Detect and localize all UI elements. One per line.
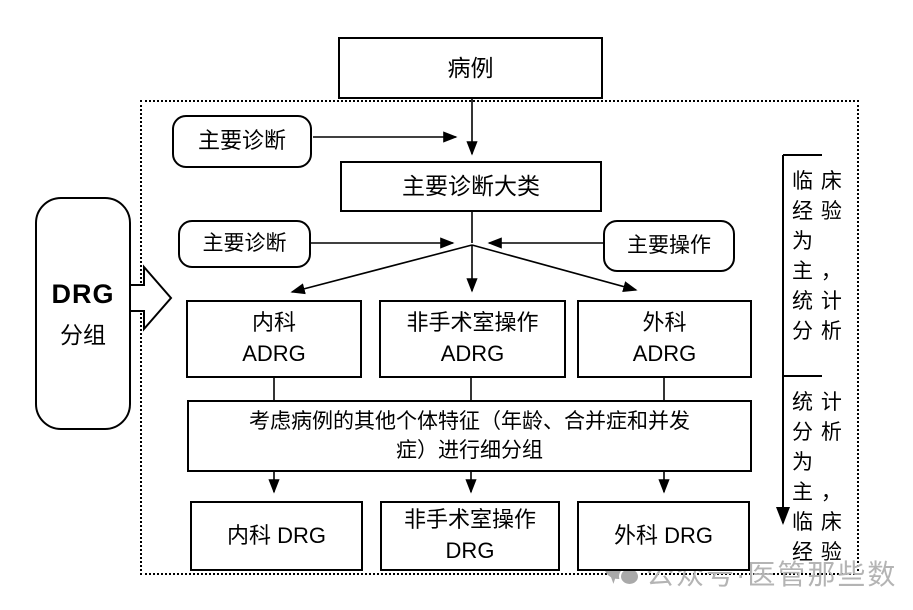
node-case-label: 病例	[447, 54, 494, 81]
node-adrg-internal-line2: ADRG	[242, 341, 306, 366]
node-primary-diagnosis-label: 主要诊断	[202, 232, 287, 256]
node-adrg-non-or-line1: 非手术室操作	[406, 310, 539, 336]
node-adrg-surgical-line2: ADRG	[632, 341, 697, 366]
annotation-clinical-first: 临 床 经 验 为 主 ， 统 计 分 析	[792, 170, 843, 343]
node-adrg-non-or: 非手术室操作 ADRG	[379, 300, 566, 378]
node-drg-internal: 内科 DRG	[190, 501, 363, 571]
node-case: 病例	[338, 37, 603, 99]
grouping-boundary-dotted-frame	[140, 100, 859, 575]
node-adrg-internal: 内科 ADRG	[186, 300, 362, 378]
node-drg-non-or: 非手术室操作 DRG	[380, 501, 560, 571]
node-primary-operation: 主要操作	[603, 220, 735, 272]
node-drg-surgical: 外科 DRG	[577, 501, 750, 571]
node-major-diagnostic-category: 主要诊断大类	[340, 161, 602, 212]
annotation-statistical-first: 统 计 分 析 为 主 ， 临 床 经 验	[792, 391, 843, 564]
node-adrg-surgical-line1: 外科	[642, 310, 687, 336]
node-adrg-internal-line1: 内科	[251, 310, 296, 336]
node-primary-diagnosis: 主要诊断	[178, 220, 311, 268]
side-label-line1: DRG	[51, 278, 115, 309]
node-adrg-non-or-line2: ADRG	[440, 341, 505, 366]
node-primary-operation-label: 主要操作	[627, 234, 711, 258]
node-drg-surgical-label: 外科 DRG	[613, 522, 713, 548]
side-label-drg-grouping: DRG 分组	[35, 197, 131, 430]
side-label-line2: 分组	[60, 322, 106, 349]
node-drg-internal-label: 内科 DRG	[226, 522, 326, 548]
arrow-to-adrg-internal	[290, 244, 473, 295]
node-subdivision: 考虑病例的其他个体特征（年龄、合并症和并发 症）进行细分组	[187, 400, 752, 472]
node-subdivision-label: 考虑病例的其他个体特征（年龄、合并症和并发 症）进行细分组	[249, 409, 690, 462]
node-drg-non-or-line2: DRG	[445, 538, 495, 563]
node-adrg-surgical: 外科 ADRG	[577, 300, 752, 378]
arrow-to-adrg-surgical	[471, 244, 638, 293]
node-primary-diagnosis-top: 主要诊断	[172, 115, 312, 168]
node-drg-non-or-line1: 非手术室操作	[403, 507, 536, 533]
node-primary-diagnosis-top-label: 主要诊断	[197, 128, 286, 154]
node-mdc-label: 主要诊断大类	[402, 173, 540, 200]
